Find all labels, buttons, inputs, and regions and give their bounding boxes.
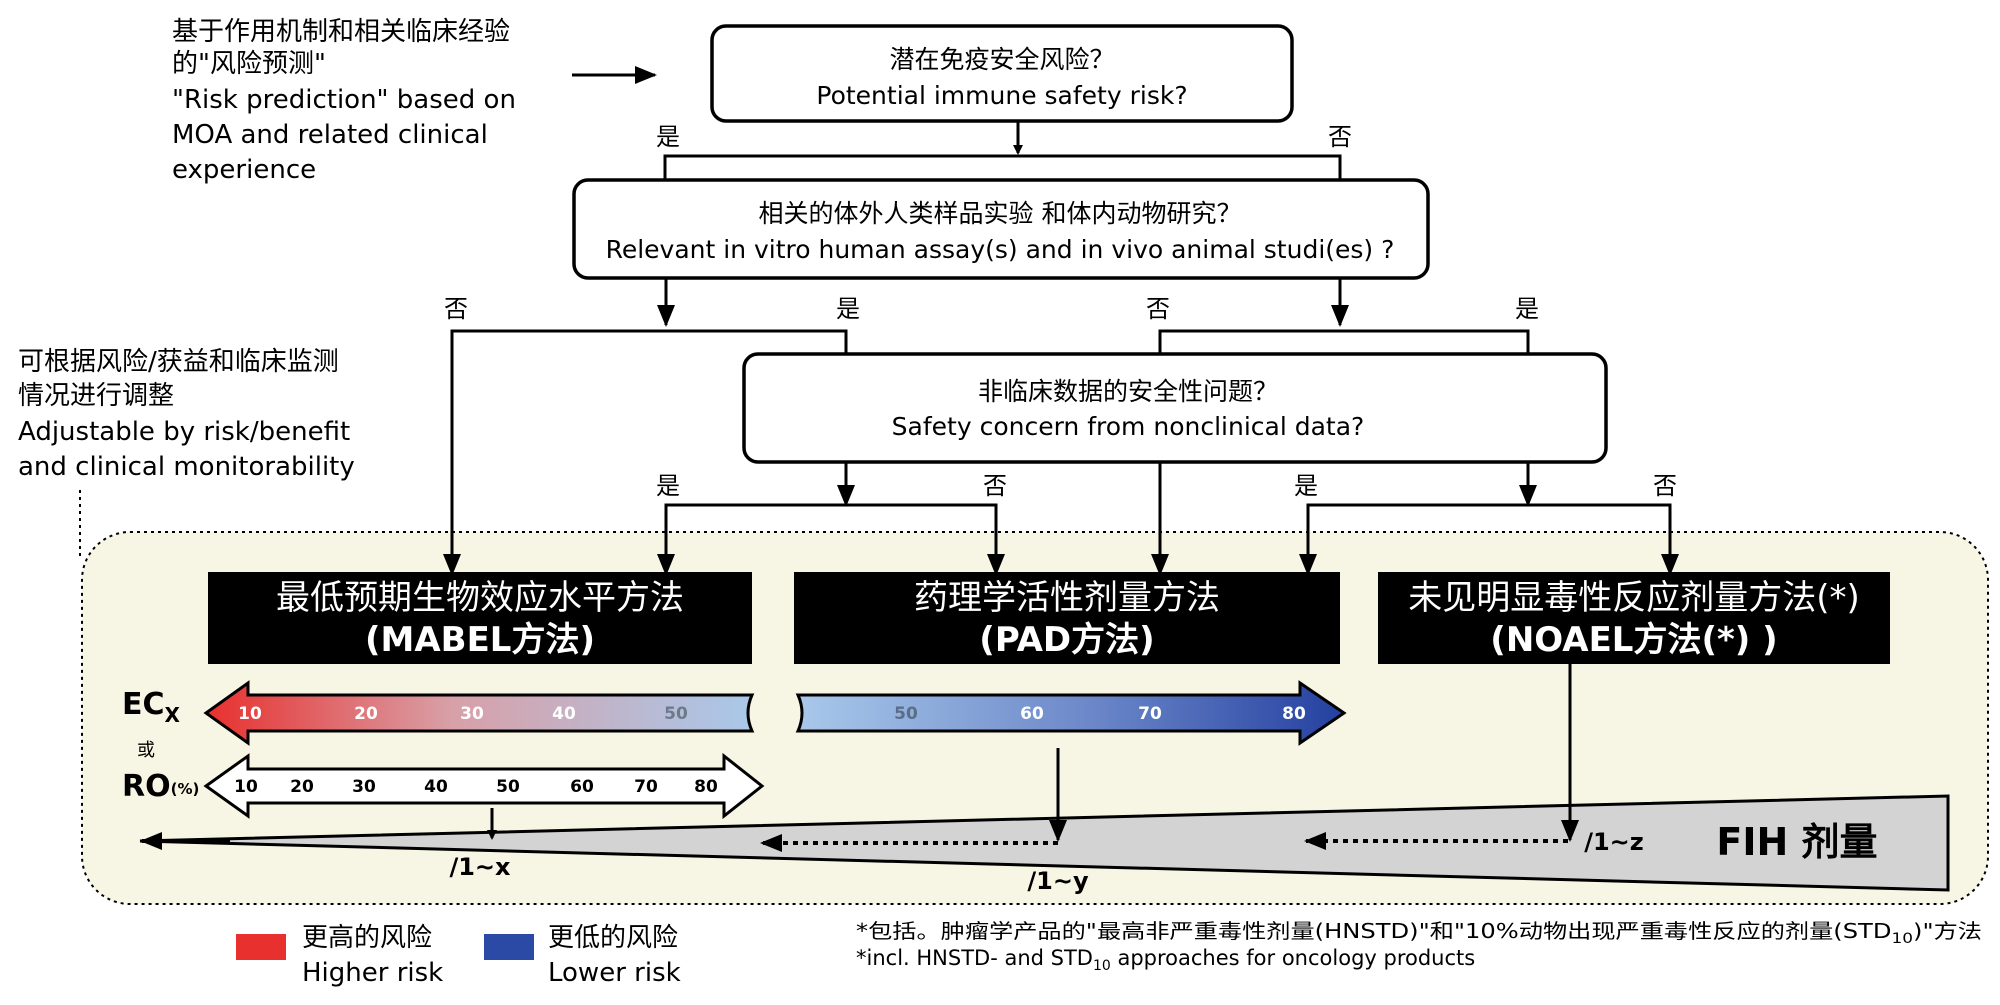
adjust-zh-line1: 可根据风险/获益和临床监测	[18, 347, 339, 377]
mabel-method-box	[208, 572, 752, 664]
ro-tick-70: 70	[634, 777, 658, 797]
ro-tick-50: 50	[496, 777, 520, 797]
pad-code: (PAD方法)	[979, 620, 1154, 660]
ro-double-arrow	[203, 752, 765, 820]
q1-yes-label: 是	[656, 123, 680, 151]
legend-lower-risk-swatch	[484, 934, 534, 960]
question-relevant-assays-box	[572, 178, 1430, 280]
q3-right-branch-line	[1306, 503, 1672, 550]
q2-en: Relevant in vitro human assay(s) and in …	[606, 235, 1395, 264]
ecx-lower-risk-arrow	[795, 680, 1347, 746]
adjust-en-line2: and clinical monitorability	[18, 452, 355, 482]
noael-code: (NOAEL方法(*) )	[1490, 620, 1777, 660]
mabel-zh: 最低预期生物效应水平方法	[276, 578, 684, 618]
legend-lower-en: Lower risk	[548, 958, 681, 988]
q3-no-right-label: 否	[1653, 472, 1677, 500]
ecx-tick-50: 50	[664, 704, 688, 724]
intro-en-line3: experience	[172, 155, 316, 185]
q1-zh: 潜在免疫安全风险？	[889, 45, 1114, 74]
ecx-blue-tick-labels: 50 60 70 80	[894, 704, 1306, 724]
ecx-tick-80: 80	[1282, 704, 1306, 724]
ecx-tick-20: 20	[354, 704, 378, 724]
noael-zh: 未见明显毒性反应剂量方法(*)	[1408, 578, 1860, 618]
legend-higher-en: Higher risk	[302, 958, 443, 988]
intro-note: 基于作用机制和相关临床经验 的"风险预测" "Risk prediction" …	[172, 17, 516, 185]
ecx-tick-70: 70	[1138, 704, 1162, 724]
q2-zh: 相关的体外人类样品实验 和体内动物研究？	[759, 199, 1242, 228]
q3-zh: 非临床数据的安全性问题？	[978, 377, 1278, 406]
footnote-en: *incl. HNSTD- and STD10 approaches for o…	[856, 946, 1475, 974]
dose-y-label: /1~y	[1027, 867, 1089, 895]
adjust-en-line1: Adjustable by risk/benefit	[18, 417, 350, 447]
q2-yes-right-label: 是	[1515, 295, 1539, 323]
ecx-tick-50: 50	[894, 704, 918, 724]
q1-no-label: 否	[1328, 123, 1352, 151]
q3-left-branch-line	[664, 503, 998, 550]
footnote-zh: *包括。肿瘤学产品的"最高非严重毒性剂量(HNSTD)"和"10%动物出现严重毒…	[856, 919, 1982, 947]
dose-x-label: /1~x	[449, 853, 511, 881]
dose-z-label: /1~z	[1584, 828, 1644, 856]
ecx-tick-30: 30	[460, 704, 484, 724]
ro-tick-80: 80	[694, 777, 718, 797]
ro-tick-10: 10	[234, 777, 258, 797]
intro-zh-line2: 的"风险预测"	[172, 49, 326, 79]
noael-method-box	[1378, 572, 1890, 664]
fih-dose-label: FIH 剂量	[1716, 820, 1877, 864]
q2-left-branch-line	[450, 329, 848, 550]
question-immune-risk-box	[710, 24, 1294, 123]
q3-en: Safety concern from nonclinical data?	[892, 412, 1365, 441]
q2-no-left-label: 否	[444, 295, 468, 323]
adjust-note: 可根据风险/获益和临床监测 情况进行调整 Adjustable by risk/…	[18, 347, 355, 482]
ro-tick-30: 30	[352, 777, 376, 797]
q3-yes-right-label: 是	[1294, 472, 1318, 500]
question-safety-concern-box	[742, 352, 1608, 464]
ecx-tick-60: 60	[1020, 704, 1044, 724]
or-label: 或	[137, 740, 155, 761]
q3-yes-left-label: 是	[656, 472, 680, 500]
q1-en: Potential immune safety risk?	[816, 81, 1187, 110]
ecx-higher-risk-arrow	[203, 680, 755, 746]
ecx-tick-10: 10	[238, 704, 262, 724]
intro-zh-line1: 基于作用机制和相关临床经验	[172, 17, 510, 47]
ro-tick-20: 20	[290, 777, 314, 797]
ro-tick-60: 60	[570, 777, 594, 797]
q2-right-branch-line	[1158, 329, 1530, 355]
q2-no-right-label: 否	[1146, 295, 1170, 323]
ro-tick-labels: 10 20 30 40 50 60 70 80	[234, 777, 718, 797]
ecx-tick-40: 40	[552, 704, 576, 724]
pad-method-box	[794, 572, 1340, 664]
q2-yes-left-label: 是	[836, 295, 860, 323]
ro-tick-40: 40	[424, 777, 448, 797]
adjust-zh-line2: 情况进行调整	[18, 381, 174, 411]
ro-label: RO(%)	[122, 769, 199, 804]
legend-higher-risk-swatch	[236, 934, 286, 960]
ecx-red-tick-labels: 10 20 30 40 50	[238, 704, 688, 724]
legend-higher-zh: 更高的风险	[302, 923, 432, 953]
q3-no-left-label: 否	[983, 472, 1007, 500]
intro-en-line2: MOA and related clinical	[172, 120, 488, 150]
intro-en-line1: "Risk prediction" based on	[172, 85, 516, 115]
q1-branch-line	[663, 154, 1342, 182]
pad-zh: 药理学活性剂量方法	[914, 578, 1220, 618]
mabel-code: (MABEL方法)	[365, 620, 595, 660]
ecx-label: ECX	[122, 687, 181, 727]
legend-lower-zh: 更低的风险	[548, 923, 678, 953]
